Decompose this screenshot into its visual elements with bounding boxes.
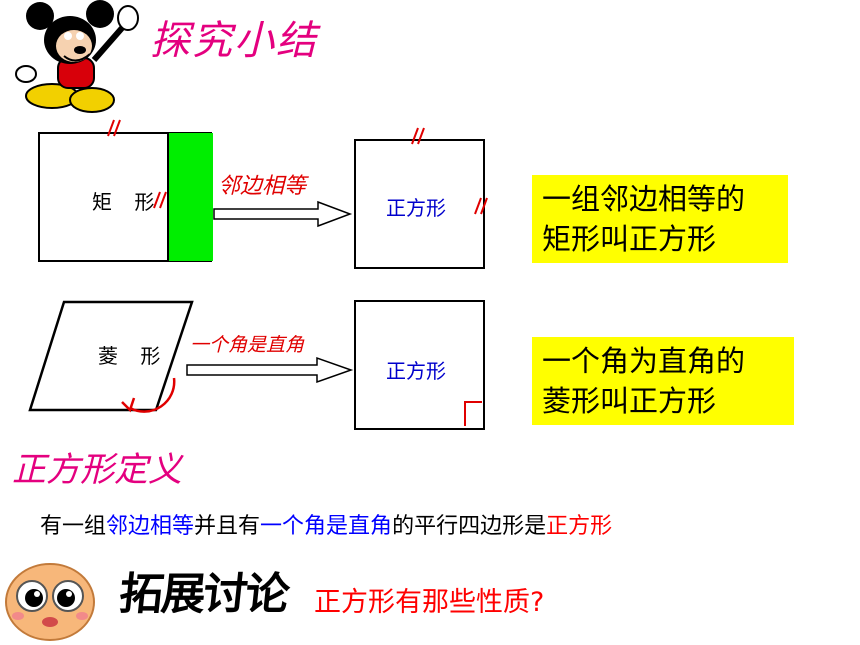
tick-mark-icon	[153, 191, 167, 209]
conclusion-bottom-line1: 一个角为直角的	[542, 344, 746, 378]
rhombus-shape	[28, 300, 194, 413]
arrow-bottom-label: 一个角是直角	[190, 334, 305, 356]
square-top-label: 正方形	[386, 196, 446, 220]
square-bottom-label: 正方形	[386, 359, 446, 383]
definition-title: 正方形定义	[12, 450, 182, 490]
conclusion-top-line1: 一组邻边相等的	[542, 182, 746, 216]
definition-highlight-blue: 一个角是直角	[260, 514, 393, 539]
page-title: 探究小结	[150, 18, 318, 64]
conclusion-bottom-line2: 菱形叫正方形	[542, 384, 717, 418]
cute-face-icon	[5, 563, 95, 641]
conclusion-bottom: 一个角为直角的 菱形叫正方形	[532, 337, 794, 425]
definition-highlight-blue: 邻边相等	[106, 514, 195, 539]
conclusion-top: 一组邻边相等的 矩形叫正方形	[532, 175, 788, 263]
definition-highlight-red: 正方形	[546, 514, 613, 539]
definition-part: 的平行四边形是	[392, 514, 547, 539]
mickey-mouse-icon	[15, 0, 139, 113]
extension-question: 正方形有那些性质?	[314, 587, 545, 618]
arrow-top-label: 邻边相等	[218, 174, 307, 199]
rectangle-green-strip	[167, 133, 213, 261]
extension-title: 拓展讨论	[116, 569, 291, 620]
tick-mark-icon	[411, 127, 425, 145]
conclusion-top-line2: 矩形叫正方形	[542, 222, 717, 256]
tick-mark-icon	[474, 197, 488, 215]
rhombus-label: 菱 形	[98, 344, 169, 368]
tick-mark-icon	[107, 119, 121, 137]
arrow-right-icon	[213, 200, 353, 228]
definition-part: 并且有	[194, 514, 261, 539]
right-angle-mark-icon	[464, 401, 482, 426]
square-bottom-shape	[354, 300, 485, 430]
arrow-right-icon	[186, 356, 354, 384]
rectangle-label: 矩 形	[92, 190, 163, 214]
definition-text: 有一组邻边相等并且有一个角是直角的平行四边形是正方形	[40, 508, 612, 540]
definition-part: 有一组	[40, 514, 107, 539]
